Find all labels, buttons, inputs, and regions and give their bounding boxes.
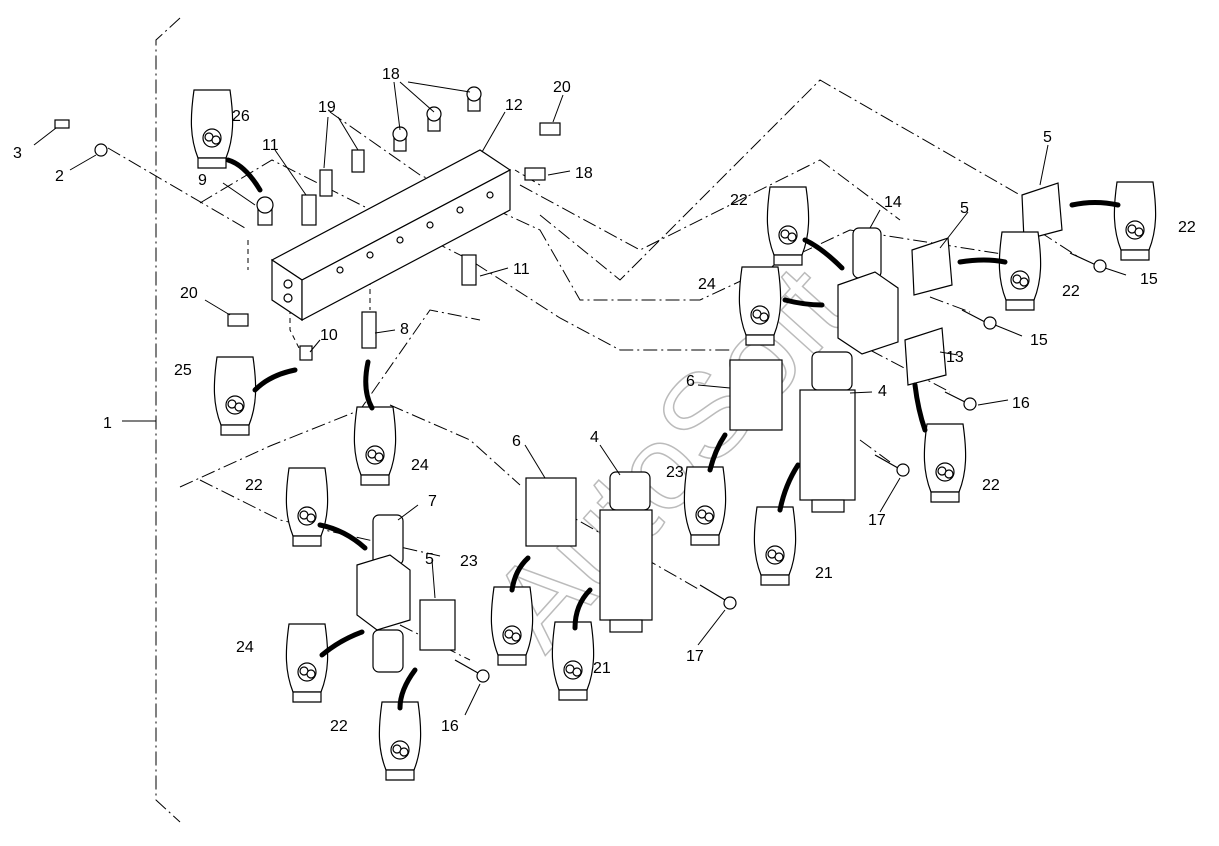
label-19: 19 <box>318 99 336 116</box>
part-labels: 1 2 3 4 4 5 5 5 6 6 7 8 9 10 11 11 12 13… <box>13 66 1196 735</box>
bolts <box>454 252 1107 683</box>
label-20: 20 <box>553 79 571 96</box>
label-20: 20 <box>180 285 198 302</box>
label-16: 16 <box>441 718 459 735</box>
label-7: 7 <box>428 493 437 510</box>
label-2: 2 <box>55 168 64 185</box>
label-4: 4 <box>878 383 887 400</box>
label-18: 18 <box>382 66 400 83</box>
label-10: 10 <box>320 327 338 344</box>
label-5: 5 <box>960 200 969 217</box>
label-17: 17 <box>686 648 704 665</box>
label-3: 3 <box>13 145 22 162</box>
label-12: 12 <box>505 97 523 114</box>
label-4: 4 <box>590 429 599 446</box>
label-26: 26 <box>232 108 250 125</box>
frame-bracket <box>155 17 181 823</box>
label-16: 16 <box>1012 395 1030 412</box>
label-21: 21 <box>593 660 611 677</box>
label-13: 13 <box>946 349 964 366</box>
label-17: 17 <box>868 512 886 529</box>
label-25: 25 <box>174 362 192 379</box>
label-24: 24 <box>236 639 254 656</box>
label-8: 8 <box>400 321 409 338</box>
label-15: 15 <box>1030 332 1048 349</box>
label-9: 9 <box>198 172 207 189</box>
manifold-block <box>270 149 512 322</box>
label-22: 22 <box>1178 219 1196 236</box>
label-24: 24 <box>411 457 429 474</box>
valve-left-group <box>525 471 653 633</box>
label-1: 1 <box>103 415 112 432</box>
label-14: 14 <box>884 194 902 211</box>
label-11: 11 <box>513 261 530 278</box>
label-6: 6 <box>686 373 695 390</box>
label-22: 22 <box>730 192 748 209</box>
label-6: 6 <box>512 433 521 450</box>
cover-plates <box>904 182 1063 386</box>
label-22: 22 <box>1062 283 1080 300</box>
valve-7 <box>356 514 456 673</box>
label-24: 24 <box>698 276 716 293</box>
label-22: 22 <box>330 718 348 735</box>
valve-right-group <box>729 351 856 513</box>
leader-lines <box>33 81 1127 716</box>
label-15: 15 <box>1140 271 1158 288</box>
valve-14 <box>837 227 899 355</box>
label-23: 23 <box>666 464 684 481</box>
label-11: 11 <box>262 137 279 154</box>
label-5: 5 <box>425 551 434 568</box>
label-21: 21 <box>815 565 833 582</box>
label-22: 22 <box>245 477 263 494</box>
label-18: 18 <box>575 165 593 182</box>
label-5: 5 <box>1043 129 1052 146</box>
fittings <box>54 86 561 361</box>
label-22: 22 <box>982 477 1000 494</box>
label-23: 23 <box>460 553 478 570</box>
assembly-arrows <box>225 157 1121 711</box>
